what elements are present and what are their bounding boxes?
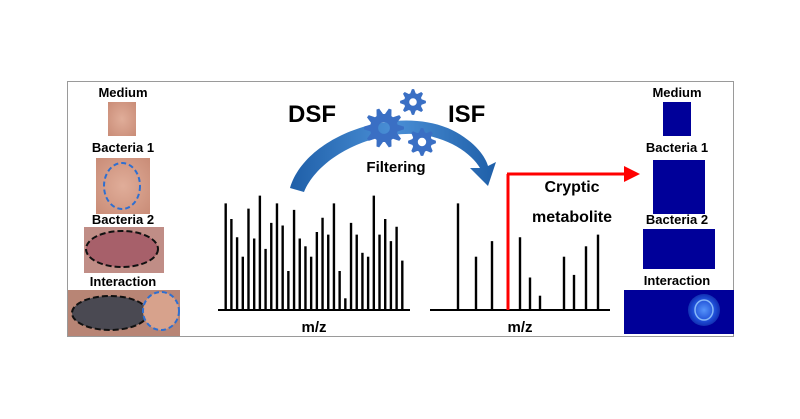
workflow-diagram: Medium Bacteria 1 Bacteria 2 Interaction… bbox=[68, 85, 734, 336]
left-label-bacteria-2: Bacteria 2 bbox=[92, 212, 154, 227]
cryptic-metabolite-arrowhead bbox=[624, 166, 640, 182]
right-label-bacteria-1: Bacteria 1 bbox=[646, 140, 708, 155]
left-optical-panel: Medium Bacteria 1 Bacteria 2 Interaction bbox=[68, 85, 180, 336]
bacteria-2-colony-outline bbox=[85, 230, 159, 268]
left-label-medium: Medium bbox=[98, 85, 147, 100]
cryptic-label-line-2: metabolite bbox=[532, 209, 612, 226]
left-label-bacteria-1: Bacteria 1 bbox=[92, 140, 154, 155]
filtered-spectrum bbox=[430, 203, 610, 311]
gear-small-icon bbox=[400, 89, 426, 115]
right-label-bacteria-2: Bacteria 2 bbox=[646, 212, 708, 227]
process-arrow-group bbox=[290, 120, 496, 192]
full-spectrum bbox=[218, 195, 410, 311]
bacteria-1-ms-image bbox=[653, 160, 705, 214]
figure-frame: Medium Bacteria 1 Bacteria 2 Interaction… bbox=[67, 81, 734, 337]
isf-label: ISF bbox=[448, 101, 485, 128]
gear-icon bbox=[364, 89, 436, 156]
filtered-spectrum-axis-label: m/z bbox=[507, 319, 532, 336]
interaction-colony-b-outline bbox=[142, 291, 180, 331]
gear-large-icon bbox=[364, 108, 404, 148]
gear-medium-icon bbox=[408, 128, 436, 156]
curved-arrow bbox=[290, 120, 496, 192]
bacteria-1-colony-outline bbox=[103, 162, 141, 210]
right-label-interaction: Interaction bbox=[644, 273, 711, 288]
dsf-label: DSF bbox=[288, 101, 336, 128]
bacteria-2-ms-image bbox=[643, 229, 715, 269]
interaction-colony-a-outline bbox=[71, 295, 149, 331]
interaction-ms-hotspot bbox=[688, 294, 720, 326]
left-label-interaction: Interaction bbox=[90, 274, 157, 289]
medium-ms-image bbox=[663, 102, 691, 136]
cryptic-label-line-1: Cryptic bbox=[544, 179, 599, 196]
right-ms-image-panel: Medium Bacteria 1 Bacteria 2 Interaction bbox=[624, 85, 734, 334]
full-spectrum-axis-label: m/z bbox=[301, 319, 326, 336]
medium-optical-image bbox=[108, 102, 136, 136]
right-label-medium: Medium bbox=[652, 85, 701, 100]
filtering-label: Filtering bbox=[366, 159, 425, 176]
cryptic-metabolite-highlight bbox=[506, 166, 640, 310]
interaction-ms-hotspot-ring bbox=[694, 299, 714, 321]
